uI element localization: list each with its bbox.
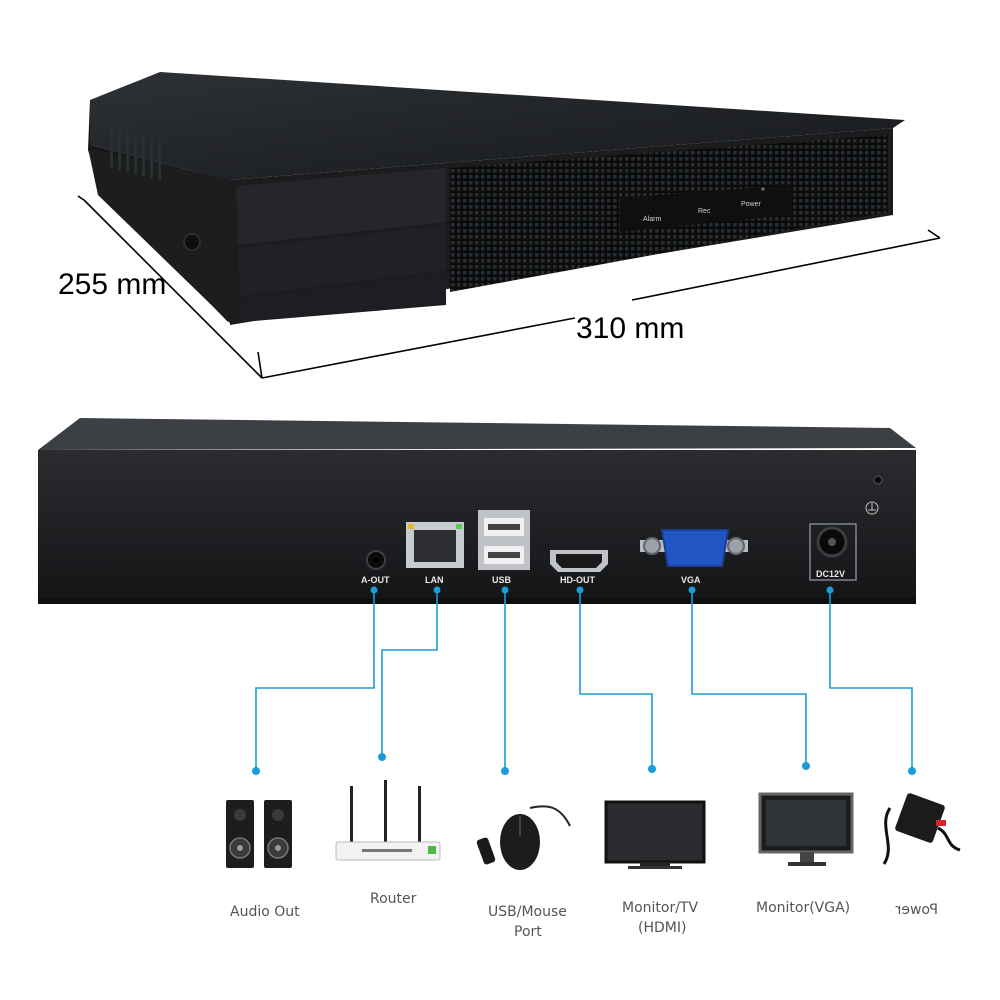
hdmi-port: [550, 550, 608, 572]
device-label-monitor-tv-line1: Monitor/TV: [622, 900, 698, 916]
device-label-power: Power: [895, 902, 938, 918]
nvr-front-view: Alarm Rec Power: [88, 72, 905, 325]
nvr-rear-view: A-OUT LAN USB HD-OUT VGA DC12V: [38, 418, 916, 604]
port-label-lan: LAN: [425, 575, 444, 585]
connector-lines: [255, 590, 913, 770]
device-label-monitor-tv-line2: (HDMI): [638, 920, 686, 936]
width-dimension-label: 310 mm: [576, 312, 684, 345]
dc-power-port: [809, 523, 857, 581]
connector-line-hdmi: [579, 590, 653, 768]
connector-line-audio: [255, 590, 375, 770]
port-label-dc12v: DC12V: [816, 569, 845, 579]
device-label-usb-mouse-line2: Port: [514, 924, 542, 940]
monitor-hdmi-icon: [604, 800, 706, 869]
front-indicator-alarm: Alarm: [643, 216, 661, 223]
dimension-lines: [77, 195, 941, 379]
connector-line-power: [829, 590, 913, 770]
router-icon: [335, 780, 441, 861]
front-indicator-rec: Rec: [698, 208, 711, 215]
connector-line-vga: [691, 590, 807, 765]
device-label-router: Router: [370, 891, 417, 907]
port-label-hd-out: HD-OUT: [560, 575, 595, 585]
device-label-monitor-vga: Monitor(VGA): [756, 900, 850, 916]
connector-line-lan: [381, 590, 438, 755]
power-adapter-icon: [882, 793, 961, 865]
lan-port: [406, 522, 464, 568]
device-label-usb-mouse-line1: USB/Mouse: [488, 904, 567, 920]
audio-out-port: [366, 550, 386, 570]
ground-screw-icon: [865, 475, 883, 515]
front-indicator-power: Power: [741, 201, 762, 208]
speakers-icon: [226, 800, 292, 868]
usb-ports: [478, 510, 530, 570]
mouse-icon: [476, 805, 571, 870]
depth-dimension-label: 255 mm: [58, 268, 166, 301]
vga-port: [640, 529, 748, 567]
port-label-vga: VGA: [681, 575, 701, 585]
device-label-audio-out: Audio Out: [230, 904, 300, 920]
port-label-usb: USB: [492, 575, 512, 585]
port-label-a-out: A-OUT: [361, 575, 390, 585]
monitor-vga-icon: [758, 792, 854, 866]
